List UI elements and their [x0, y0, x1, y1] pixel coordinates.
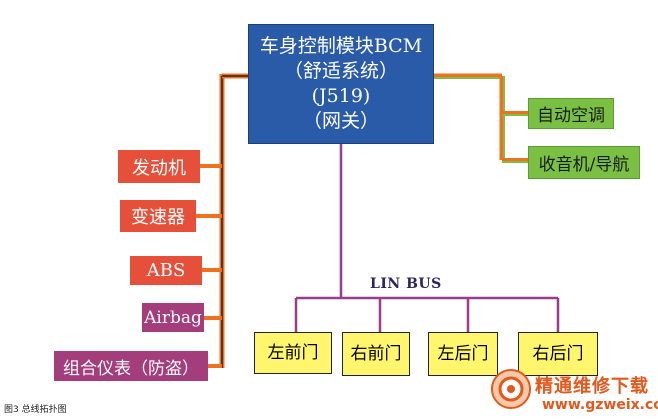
climate-control-box: 自动空调	[528, 98, 614, 129]
left-can-bus	[196, 73, 248, 368]
engine-module-box: 发动机	[118, 150, 200, 183]
bcm-module-box: 车身控制模块BCM （舒适系统） (J519) （网关）	[248, 24, 434, 144]
bcm-subtitle: （舒适系统）	[283, 60, 398, 82]
abs-module-box: ABS	[130, 256, 202, 285]
transmission-module-box: 变速器	[120, 200, 196, 232]
left-front-door-box: 左前门	[254, 332, 332, 374]
airbag-module-box: Airbag	[142, 303, 204, 332]
right-can-bus	[434, 73, 528, 163]
instrument-cluster-box: 组合仪表（防盗）	[54, 351, 208, 381]
radio-navigation-box: 收音机/导航	[528, 146, 640, 179]
lin-bus	[294, 144, 560, 332]
bcm-title: 车身控制模块BCM	[259, 35, 423, 57]
right-front-door-box: 右前门	[342, 332, 410, 376]
watermark-text: 精通维修下载	[535, 376, 649, 397]
figure-caption: 图3 总线拓扑图	[4, 405, 67, 415]
right-rear-door-box: 右后门	[518, 332, 598, 376]
lin-bus-label: LIN BUS	[370, 276, 442, 292]
left-rear-door-box: 左后门	[428, 332, 498, 376]
bcm-role: （网关）	[302, 110, 379, 132]
bcm-part-number: (J519)	[311, 85, 371, 107]
watermark-url: www.gzweix.com	[542, 397, 658, 413]
watermark-logo-icon	[491, 369, 531, 409]
